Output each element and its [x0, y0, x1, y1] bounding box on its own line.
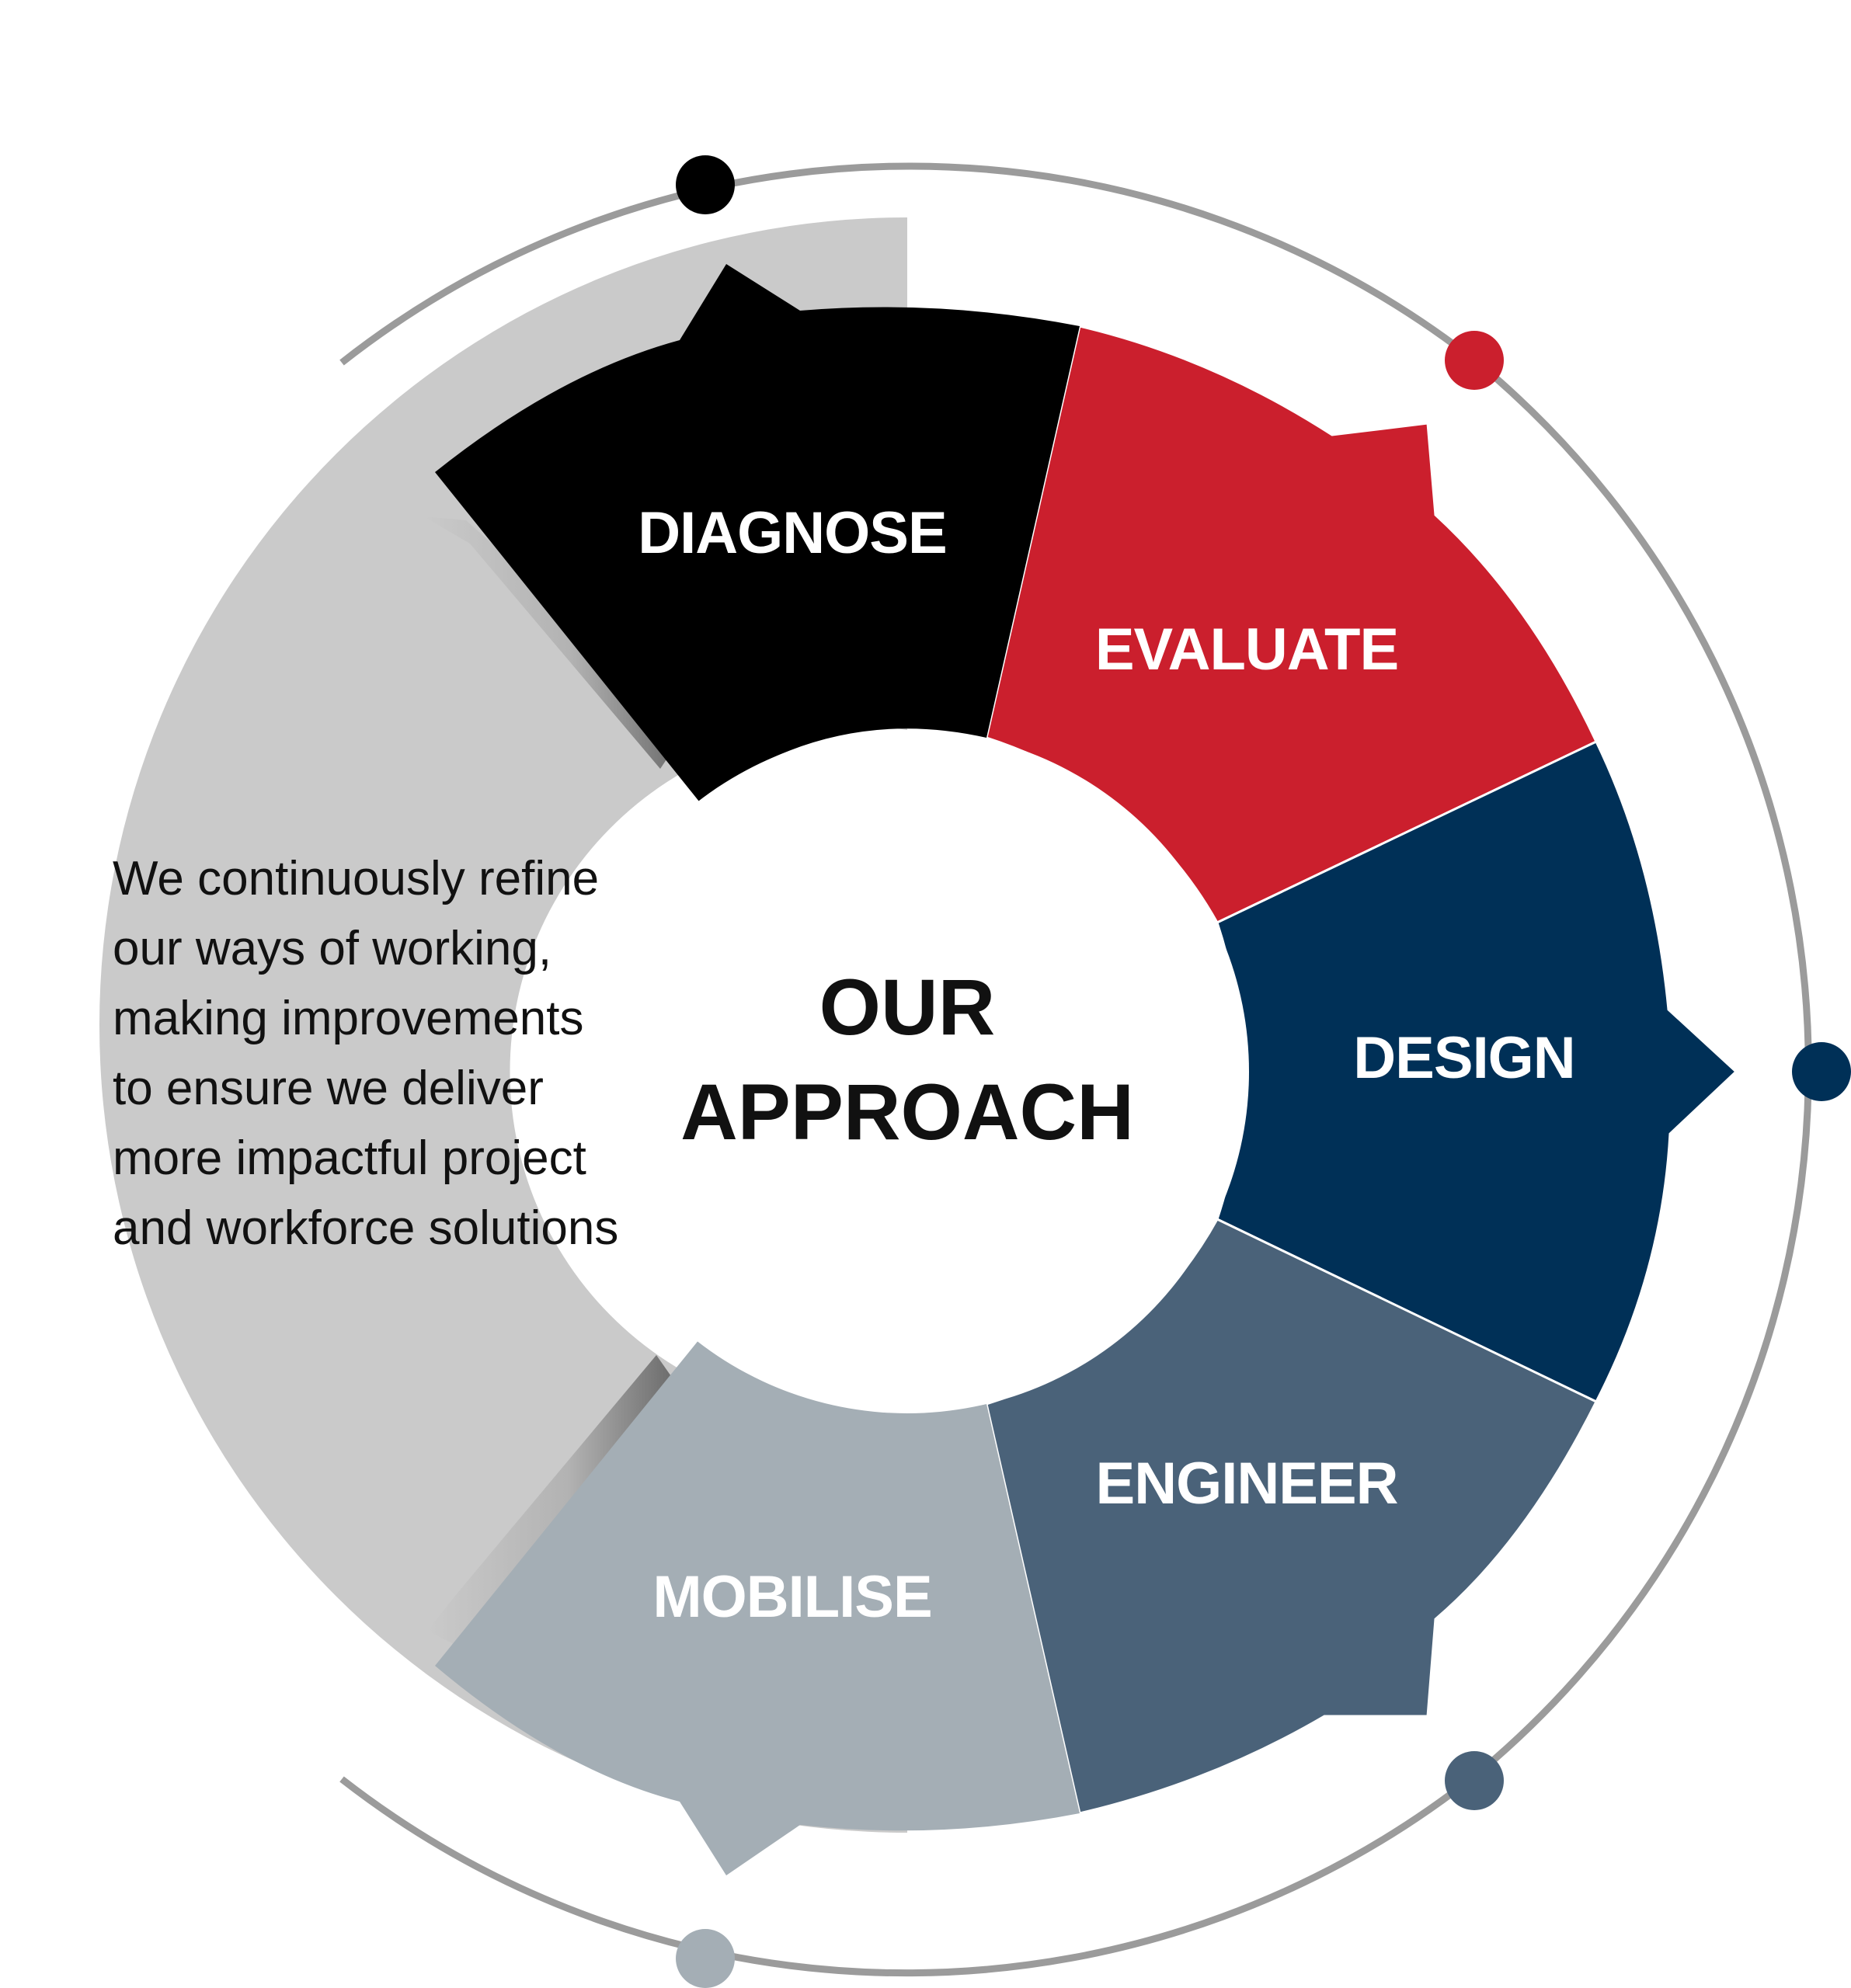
center-circle [565, 730, 1249, 1413]
label-engineer: ENGINEER [1096, 1451, 1398, 1517]
description-line-4: to ensure we deliver [113, 1062, 544, 1115]
dot-diagnose [676, 155, 735, 214]
label-diagnose: DIAGNOSE [638, 500, 946, 566]
center-title-line2: APPROACH [680, 1068, 1134, 1156]
label-evaluate: EVALUATE [1095, 617, 1398, 683]
dot-engineer [1445, 1751, 1504, 1810]
description-line-6: and workforce solutions [113, 1201, 618, 1255]
description-line-5: more impactful project [113, 1131, 586, 1185]
center-title-line1: OUR [819, 963, 996, 1051]
description-line-3: making improvements [113, 992, 583, 1045]
description-line-1: We continuously refine [113, 852, 599, 905]
description-line-2: our ways of working, [113, 922, 551, 975]
dot-design [1792, 1042, 1851, 1101]
segment-mobilise [435, 1340, 1080, 1875]
label-mobilise: MOBILISE [652, 1564, 931, 1630]
segment-diagnose [435, 264, 1080, 801]
mobilise-shadow [427, 1355, 684, 1654]
dot-mobilise [676, 1929, 735, 1988]
dot-evaluate [1445, 331, 1504, 390]
label-design: DESIGN [1353, 1025, 1574, 1091]
